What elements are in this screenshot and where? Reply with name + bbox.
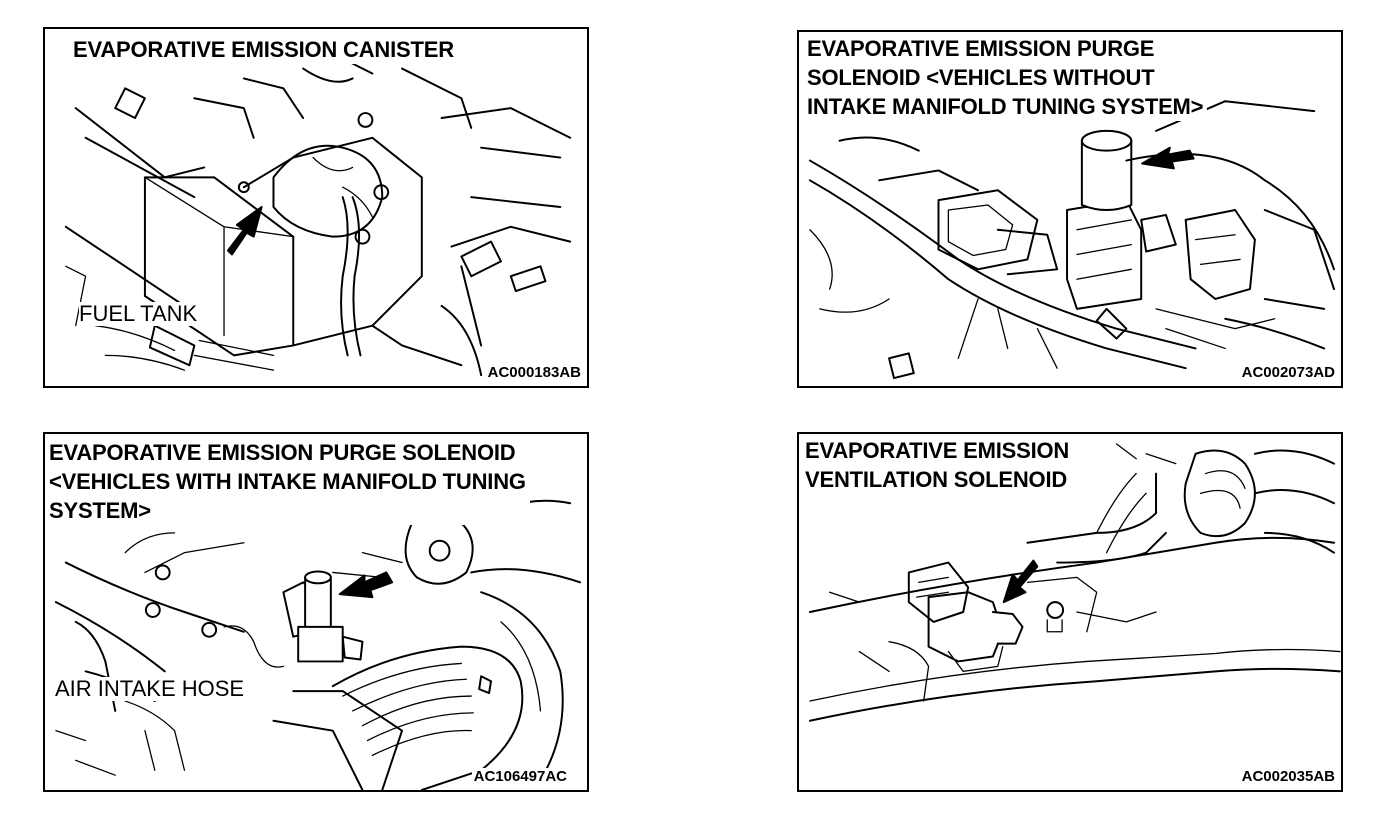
title-line: EVAPORATIVE EMISSION PURGE <box>807 36 1155 61</box>
title-line: EVAPORATIVE EMISSION CANISTER <box>73 37 454 62</box>
ventilation-solenoid-figure-panel: EVAPORATIVE EMISSION VENTILATION SOLENOI… <box>797 432 1343 792</box>
title-line: INTAKE MANIFOLD TUNING SYSTEM> <box>807 94 1204 119</box>
title-line: <VEHICLES WITH INTAKE MANIFOLD TUNING <box>49 469 526 494</box>
purge-solenoid-imt-line-drawing <box>54 499 582 790</box>
fuel-tank-label: FUEL TANK <box>79 301 198 326</box>
canister-figure-panel: EVAPORATIVE EMISSION CANISTER FUEL TANK … <box>43 27 589 388</box>
figure-code: AC002035AB <box>1239 768 1337 786</box>
panel-title: EVAPORATIVE EMISSION VENTILATION SOLENOI… <box>805 436 1074 494</box>
ventilation-solenoid-line-drawing <box>808 443 1341 722</box>
figure-code: AC106497AC <box>471 768 569 786</box>
panel-title: EVAPORATIVE EMISSION PURGE SOLENOID <VEH… <box>807 34 1208 121</box>
purge-solenoid-figure-panel: EVAPORATIVE EMISSION PURGE SOLENOID <VEH… <box>797 30 1343 388</box>
title-line: EVAPORATIVE EMISSION PURGE SOLENOID <box>49 440 516 465</box>
canister-line-drawing <box>64 57 572 377</box>
figure-code: AC002073AD <box>1239 364 1337 382</box>
purge-solenoid-imt-figure-panel: EVAPORATIVE EMISSION PURGE SOLENOID <VEH… <box>43 432 589 792</box>
title-line: VENTILATION SOLENOID <box>805 467 1068 492</box>
purge-solenoid-line-drawing <box>808 56 1336 380</box>
title-line: SYSTEM> <box>49 498 151 523</box>
figure-code: AC000183AB <box>485 364 583 382</box>
title-line: SOLENOID <VEHICLES WITHOUT <box>807 65 1155 90</box>
title-line: EVAPORATIVE EMISSION <box>805 438 1070 463</box>
panel-title: EVAPORATIVE EMISSION PURGE SOLENOID <VEH… <box>49 438 530 525</box>
panel-title: EVAPORATIVE EMISSION CANISTER <box>73 35 458 64</box>
air-intake-hose-label: AIR INTAKE HOSE <box>55 676 245 701</box>
